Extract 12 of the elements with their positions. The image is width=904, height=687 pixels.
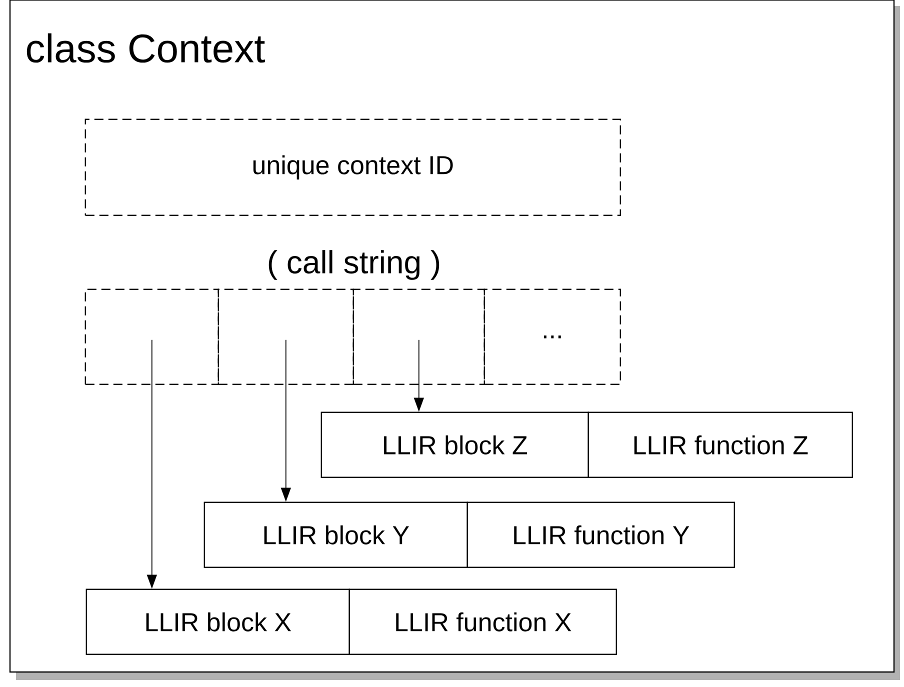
dashed-cell: ... (484, 288, 621, 385)
dashed-box: unique context ID (84, 118, 621, 216)
function-box: LLIR function X (348, 588, 617, 655)
group-label: ( call string ) (268, 250, 440, 280)
block-box: LLIR block X (86, 588, 350, 655)
block-box: LLIR block Y (204, 502, 468, 568)
function-box: LLIR function Y (466, 502, 735, 568)
dashed-cell (218, 288, 354, 385)
dashed-cell (352, 288, 486, 385)
block-box: LLIR block Z (320, 412, 589, 478)
function-box: LLIR function Z (588, 412, 853, 478)
dashed-cell (84, 288, 219, 385)
